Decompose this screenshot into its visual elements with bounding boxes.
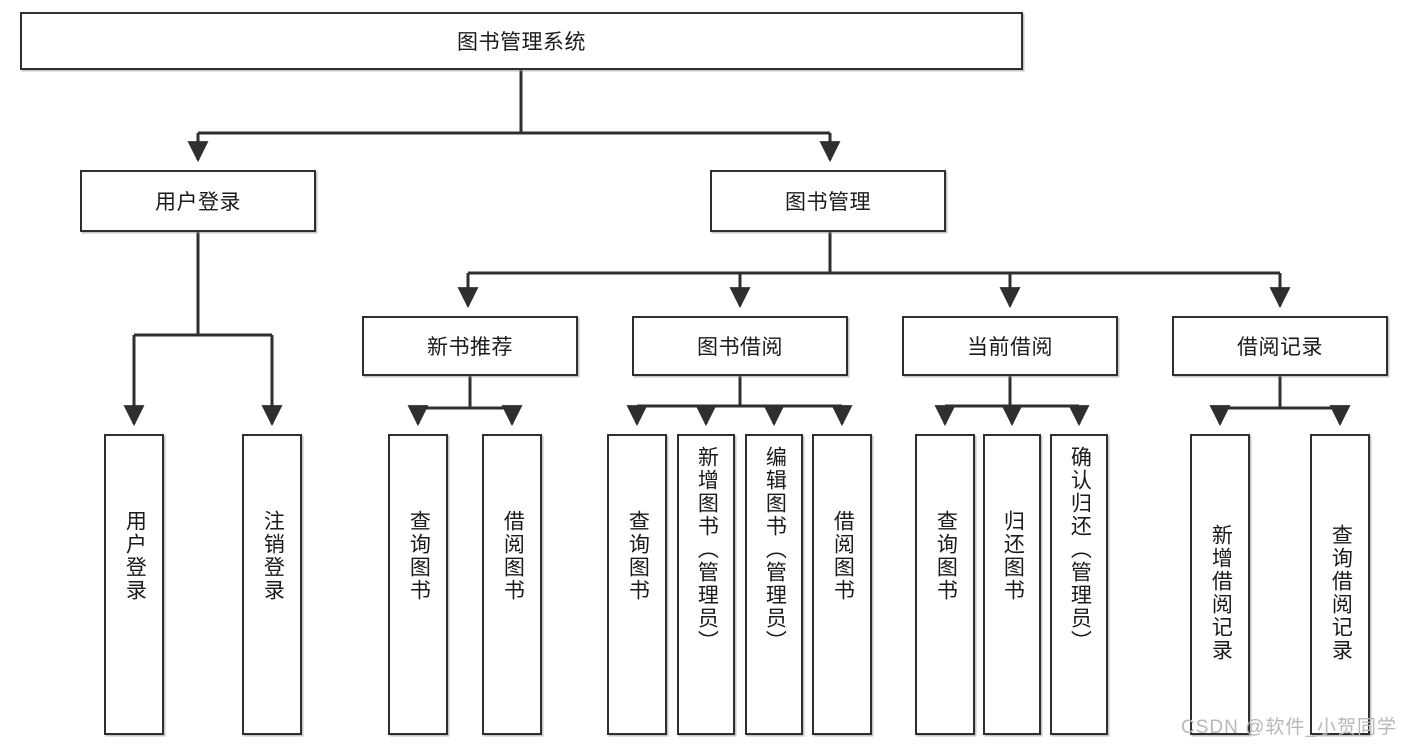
node-label: 查询借阅记录 xyxy=(1329,524,1353,662)
node-leaf-query-book-current[interactable]: 查询图书 xyxy=(915,434,975,735)
node-leaf-borrow-book-recommend[interactable]: 借阅图书 xyxy=(482,434,542,735)
node-leaf-query-book-recommend[interactable]: 查询图书 xyxy=(388,434,448,735)
node-label: 用户登录 xyxy=(123,510,147,602)
node-leaf-logout[interactable]: 注销登录 xyxy=(242,434,302,735)
node-label: 新增借阅记录 xyxy=(1209,524,1233,662)
node-book-borrow[interactable]: 图书借阅 xyxy=(632,316,848,376)
node-book-management[interactable]: 图书管理 xyxy=(710,170,946,232)
node-user-login[interactable]: 用户登录 xyxy=(80,170,316,232)
node-borrow-record[interactable]: 借阅记录 xyxy=(1172,316,1388,376)
node-label: 图书管理 xyxy=(785,191,871,214)
node-label: 借阅图书 xyxy=(501,510,525,602)
node-label: 注销登录 xyxy=(261,510,285,602)
node-label: 当前借阅 xyxy=(967,336,1053,359)
node-label: 用户登录 xyxy=(155,191,241,214)
node-label: 图书借阅 xyxy=(697,336,783,359)
node-label: 确认归还（管理员） xyxy=(1068,446,1092,653)
node-label: 查询图书 xyxy=(934,510,958,602)
node-new-book-recommend[interactable]: 新书推荐 xyxy=(362,316,578,376)
node-root-book-management-system[interactable]: 图书管理系统 xyxy=(20,12,1023,70)
node-label: 图书管理系统 xyxy=(457,31,586,54)
node-leaf-query-borrow-record[interactable]: 查询借阅记录 xyxy=(1310,434,1370,735)
node-leaf-edit-book-admin[interactable]: 编辑图书（管理员） xyxy=(745,434,803,735)
node-leaf-user-login[interactable]: 用户登录 xyxy=(104,434,164,735)
node-label: 归还图书 xyxy=(1001,510,1025,602)
node-leaf-add-book-admin[interactable]: 新增图书（管理员） xyxy=(677,434,735,735)
node-leaf-confirm-return-admin[interactable]: 确认归还（管理员） xyxy=(1050,434,1108,735)
node-leaf-query-book-borrow[interactable]: 查询图书 xyxy=(607,434,667,735)
node-label: 查询图书 xyxy=(626,510,650,602)
watermark: CSDN @软件_小贺同学 xyxy=(1181,717,1397,738)
node-leaf-borrow-book[interactable]: 借阅图书 xyxy=(812,434,872,735)
node-label: 新增图书（管理员） xyxy=(695,446,719,653)
node-label: 编辑图书（管理员） xyxy=(763,446,787,653)
node-label: 借阅图书 xyxy=(831,510,855,602)
node-label: 借阅记录 xyxy=(1237,336,1323,359)
node-leaf-return-book[interactable]: 归还图书 xyxy=(983,434,1041,735)
node-label: 新书推荐 xyxy=(427,336,513,359)
node-label: 查询图书 xyxy=(407,510,431,602)
node-current-borrow[interactable]: 当前借阅 xyxy=(902,316,1118,376)
node-leaf-add-borrow-record[interactable]: 新增借阅记录 xyxy=(1190,434,1250,735)
